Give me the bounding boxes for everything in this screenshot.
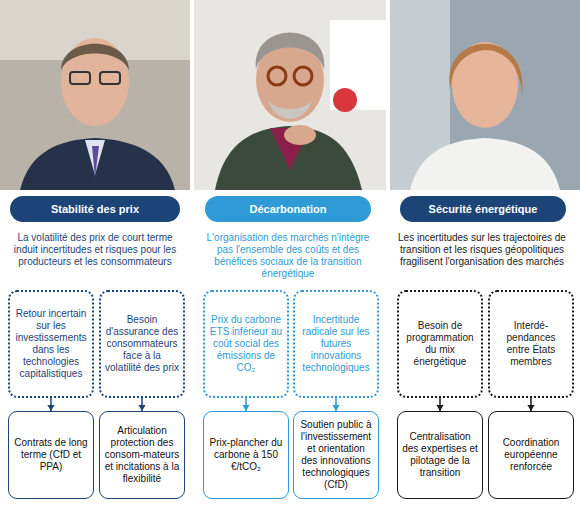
photo-background xyxy=(194,0,386,190)
box-text: Stabilité des prix xyxy=(51,203,139,216)
solution-box: Articulation protection des consom-mateu… xyxy=(99,411,185,499)
flow-arrow xyxy=(332,398,339,411)
text-wrap: Prix-plancher du carbone à 150 €/tCO₂ xyxy=(208,437,284,473)
solution-box: Contrats de long terme (CfD et PPA) xyxy=(8,411,94,499)
text-wrap: Prix du carbone ETS inférieur au coût so… xyxy=(209,314,283,374)
box-text: Décarbonation xyxy=(249,203,326,216)
person-hair xyxy=(61,44,129,70)
column-description: L'organisation des marchés n'intègre pas… xyxy=(200,232,376,280)
person-jacket xyxy=(215,126,362,190)
text-wrap: Soutien public à l'investissement et ori… xyxy=(298,419,374,491)
column-header: Stabilité des prix xyxy=(10,196,180,222)
person-top xyxy=(410,138,560,190)
box-text: Prix du carbone ETS inférieur au coût so… xyxy=(209,314,283,374)
text-wrap: Centralisation des expertises et pilotag… xyxy=(402,431,478,479)
flow-arrow xyxy=(242,398,249,411)
box-text: Retour incertain sur les investissements… xyxy=(14,308,88,380)
photo-background xyxy=(0,0,190,190)
person-tie xyxy=(92,146,99,178)
text-wrap: Besoin de programmation du mix énergétiq… xyxy=(403,320,477,368)
box-text: Interdé-pendances entre États membres xyxy=(494,320,568,368)
glasses xyxy=(100,72,120,84)
portrait-photos xyxy=(0,0,580,192)
issue-box: Besoin d'assurance des consommateurs fac… xyxy=(99,290,185,398)
box-text: Coordination européenne renforcée xyxy=(493,437,569,473)
person-hair xyxy=(449,44,522,95)
text-wrap: Retour incertain sur les investissements… xyxy=(14,308,88,380)
person-beard xyxy=(268,100,312,119)
column-description: Les incertitudes sur les trajectoires de… xyxy=(392,232,572,268)
issue-box: Incertitude radicale sur les futures inn… xyxy=(293,290,379,398)
text-wrap: Interdé-pendances entre États membres xyxy=(494,320,568,368)
box-text: Besoin d'assurance des consommateurs fac… xyxy=(105,314,179,374)
flow-arrow xyxy=(47,398,54,411)
text-wrap: Sécurité énergétique xyxy=(429,203,538,216)
glasses xyxy=(70,72,90,84)
issue-box: Interdé-pendances entre États membres xyxy=(488,290,574,398)
column-header: Sécurité énergétique xyxy=(400,196,566,222)
glasses xyxy=(268,67,286,85)
text-wrap: Décarbonation xyxy=(249,203,326,216)
text-wrap: Coordination européenne renforcée xyxy=(493,437,569,473)
person-face xyxy=(61,38,129,126)
box-text: Centralisation des expertises et pilotag… xyxy=(402,431,478,479)
text-wrap: Articulation protection des consom-mateu… xyxy=(104,425,180,485)
box-text: Sécurité énergétique xyxy=(429,203,538,216)
box-text: Articulation protection des consom-mateu… xyxy=(104,425,180,485)
column-header: Décarbonation xyxy=(205,196,371,222)
text-wrap: Incertitude radicale sur les futures inn… xyxy=(299,314,373,374)
box-text: Incertitude radicale sur les futures inn… xyxy=(299,314,373,374)
photo-background xyxy=(390,0,580,190)
solution-box: Prix-plancher du carbone à 150 €/tCO₂ xyxy=(203,411,289,499)
person-suit xyxy=(20,138,175,190)
solution-box: Coordination européenne renforcée xyxy=(488,411,574,499)
person-hand xyxy=(284,125,316,145)
box-text: Prix-plancher du carbone à 150 €/tCO₂ xyxy=(208,437,284,473)
flow-arrow xyxy=(527,398,534,411)
issue-box: Retour incertain sur les investissements… xyxy=(8,290,94,398)
box-text: Contrats de long terme (CfD et PPA) xyxy=(13,437,89,473)
text-wrap: Contrats de long terme (CfD et PPA) xyxy=(13,437,89,473)
solution-box: Soutien public à l'investissement et ori… xyxy=(293,411,379,499)
flow-arrow xyxy=(138,398,145,411)
column-description: La volatilité des prix de court terme in… xyxy=(10,232,180,268)
glasses xyxy=(294,67,312,85)
solution-box: Centralisation des expertises et pilotag… xyxy=(397,411,483,499)
issue-box: Prix du carbone ETS inférieur au coût so… xyxy=(203,290,289,398)
box-text: Soutien public à l'investissement et ori… xyxy=(298,419,374,491)
text-wrap: Stabilité des prix xyxy=(51,203,139,216)
person-hair xyxy=(256,33,325,71)
text-wrap: Besoin d'assurance des consommateurs fac… xyxy=(105,314,179,374)
issue-box: Besoin de programmation du mix énergétiq… xyxy=(397,290,483,398)
background-object xyxy=(333,88,357,112)
flow-arrow xyxy=(436,398,443,411)
box-text: Besoin de programmation du mix énergétiq… xyxy=(403,320,477,368)
